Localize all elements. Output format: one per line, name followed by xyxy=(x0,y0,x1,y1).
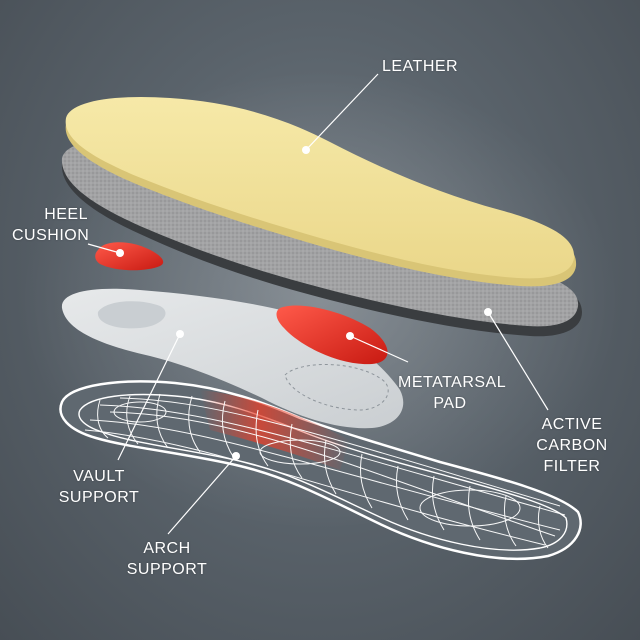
leader-line-metatarsal-pad xyxy=(349,335,409,363)
leader-line-leather xyxy=(305,73,379,151)
vault-support-marker-dot xyxy=(176,330,184,338)
arch-support-mesh xyxy=(59,380,582,561)
label-leather-line-1: LEATHER xyxy=(382,58,459,75)
label-metatarsal-pad: METATARSAL PAD xyxy=(398,372,507,414)
metatarsal-pad-marker-dot xyxy=(346,332,354,340)
label-leather: LEATHER xyxy=(382,56,458,77)
label-vault-support: VAULT SUPPORT xyxy=(54,466,144,508)
active-carbon-filter-marker-dot xyxy=(484,308,492,316)
label-metatarsal-pad-line-2: PAD xyxy=(433,395,467,412)
leader-lines xyxy=(87,73,549,535)
leader-line-active-carbon-filter xyxy=(487,311,549,411)
label-active-carbon-filter: ACTIVE CARBON FILTER xyxy=(528,414,616,477)
leather-layer xyxy=(65,96,577,287)
label-arch-support-line-1: ARCH xyxy=(143,540,191,557)
leader-line-heel-cushion xyxy=(87,243,121,254)
leader-dots xyxy=(116,146,492,460)
heel-cushion-marker-dot xyxy=(116,249,124,257)
leather-marker-dot xyxy=(302,146,310,154)
label-vault-support-line-2: SUPPORT xyxy=(58,489,140,506)
label-vault-support-line-1: VAULT xyxy=(73,468,125,485)
label-active-carbon-filter-line-2: CARBON xyxy=(536,437,608,454)
label-heel-cushion-line-1: HEEL xyxy=(44,206,88,223)
label-arch-support-line-2: SUPPORT xyxy=(126,561,208,578)
label-arch-support: ARCH SUPPORT xyxy=(122,538,212,580)
label-heel-cushion-line-2: CUSHION xyxy=(12,227,90,244)
metatarsal-pad xyxy=(276,305,388,365)
leader-line-vault-support xyxy=(117,333,181,461)
label-active-carbon-filter-line-3: FILTER xyxy=(543,458,601,475)
arch-support-marker-dot xyxy=(232,452,240,460)
label-heel-cushion: HEEL CUSHION xyxy=(12,204,90,246)
label-active-carbon-filter-line-1: ACTIVE xyxy=(541,416,603,433)
leader-line-arch-support xyxy=(167,455,237,535)
label-metatarsal-pad-line-1: METATARSAL xyxy=(398,374,507,391)
heel-cushion xyxy=(95,242,164,271)
